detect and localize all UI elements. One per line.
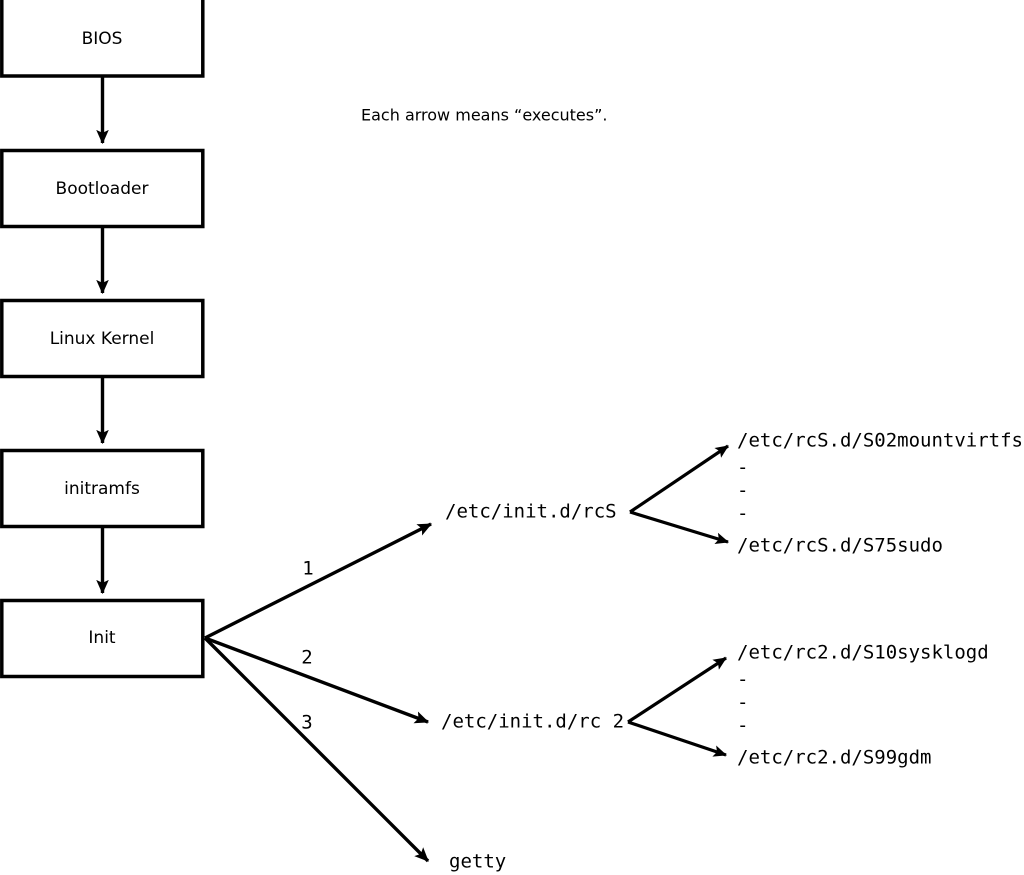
edge-init-to-rc2: [204, 636, 430, 724]
rcs-ellipsis-dash-3: -: [737, 503, 748, 525]
edge-init-to-rcs: [204, 522, 433, 640]
box-linux-kernel-label: Linux Kernel: [50, 329, 155, 349]
branch-label-1: 1: [302, 558, 313, 580]
rcs-ellipsis-dash-1: -: [737, 457, 748, 479]
rc2-script-last: /etc/rc2.d/S99gdm: [737, 747, 931, 769]
box-bios-label: BIOS: [82, 29, 123, 49]
rcs-ellipsis-dash-2: -: [737, 480, 748, 502]
edge-rcs-to-last-script: [629, 510, 730, 545]
box-linux-kernel: Linux Kernel: [0, 298, 205, 379]
edge-init-to-getty: [203, 636, 430, 863]
box-bootloader-label: Bootloader: [56, 179, 149, 199]
box-bootloader-rect: [0, 148, 205, 229]
edge-rc2-to-first-script: [627, 656, 727, 724]
box-initramfs: initramfs: [0, 448, 205, 529]
edge-rc2-to-last-script: [627, 720, 728, 757]
diagram-caption: Each arrow means “executes”.: [361, 106, 607, 125]
box-initramfs-label: initramfs: [64, 479, 140, 499]
rc2-ellipsis-dash-3: -: [737, 715, 748, 737]
node-rc2-label: /etc/init.d/rc 2: [441, 711, 624, 733]
box-initramfs-rect: [0, 448, 205, 529]
edge-rcs-to-first-script: [629, 444, 729, 514]
node-getty-label: getty: [449, 851, 506, 873]
box-init-label: Init: [88, 628, 116, 648]
rc2-ellipsis-dash-2: -: [737, 692, 748, 714]
rc2-ellipsis-dash-1: -: [737, 669, 748, 691]
box-init-rect: [0, 598, 205, 679]
box-bootloader: Bootloader: [0, 148, 205, 229]
box-init: Init: [0, 598, 205, 679]
box-bios: BIOS: [0, 0, 205, 78]
node-rcs-label: /etc/init.d/rcS: [445, 501, 617, 523]
branch-label-2: 2: [301, 647, 312, 669]
rc2-script-first: /etc/rc2.d/S10sysklogd: [737, 642, 989, 664]
box-linux-kernel-rect: [0, 298, 205, 379]
box-bios-rect: [0, 0, 205, 78]
rcs-script-first: /etc/rcS.d/S02mountvirtfs: [737, 430, 1023, 452]
branch-label-3: 3: [301, 712, 312, 734]
rcs-script-last: /etc/rcS.d/S75sudo: [737, 535, 943, 557]
